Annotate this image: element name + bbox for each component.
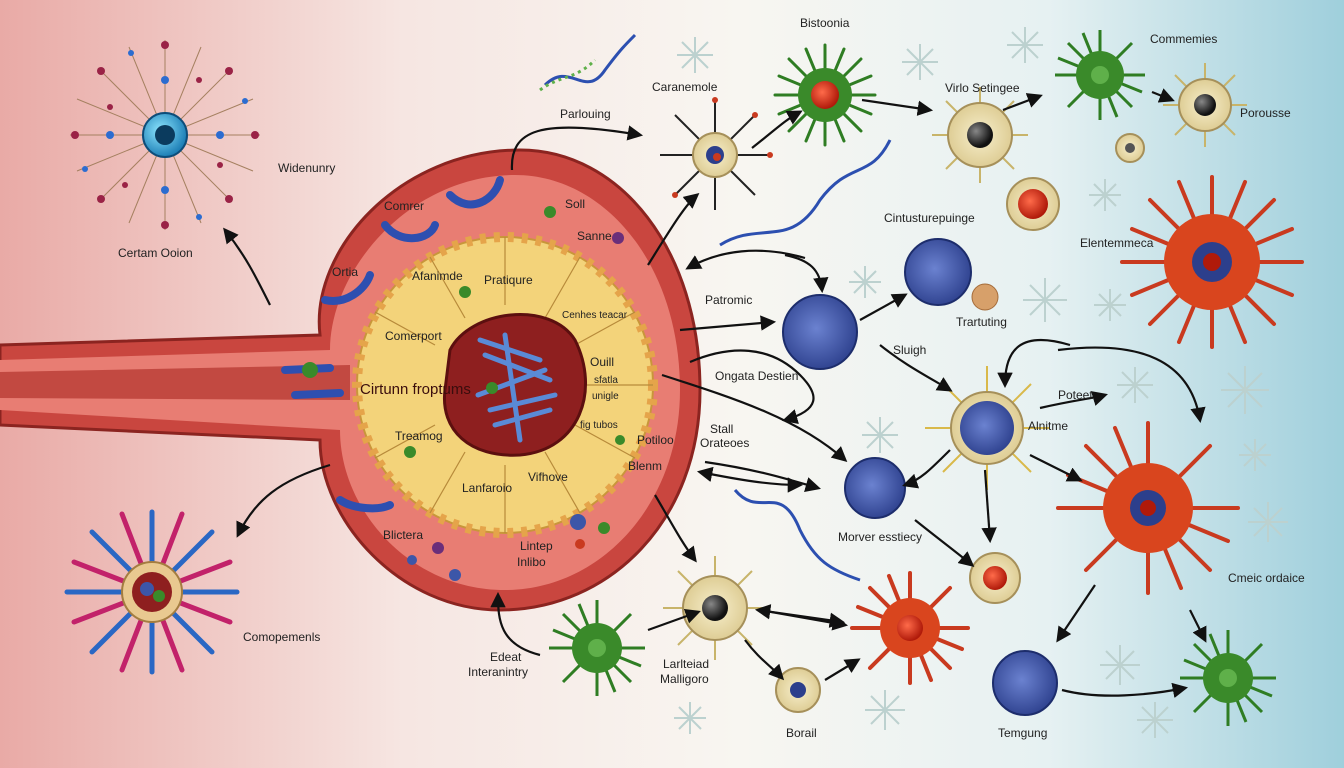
label-lanfaroio: Lanfaroio: [462, 481, 512, 495]
label-trartuting: Trartuting: [956, 315, 1007, 329]
label-blictera: Blictera: [383, 528, 423, 542]
cell-blue-patromic: [782, 294, 858, 370]
cell-green-bottom-right: [1180, 630, 1276, 726]
cell-alnitme: [925, 366, 1049, 490]
organ-structure: [0, 148, 702, 612]
label-alnitme: Alnitme: [1028, 419, 1068, 433]
cell-porousse: [1163, 63, 1247, 147]
cell-red-dot-beige: [1006, 177, 1060, 231]
cell-blue-cintusturepuinge: [904, 238, 972, 306]
label-comrer: Comrer: [384, 199, 424, 213]
cell-larlteiad: [663, 556, 767, 660]
label-borail: Borail: [786, 726, 817, 740]
label-treamog: Treamog: [395, 429, 443, 443]
label-pratiqure: Pratiqure: [484, 273, 533, 287]
label-fig-tubos: fig tubos: [580, 420, 618, 431]
label-porousse: Porousse: [1240, 106, 1291, 120]
label-cenhes-teacar: Cenhes teacar: [562, 310, 628, 321]
cell-borail: [775, 667, 821, 713]
granules: [302, 206, 625, 581]
cell-red-cmeic: [1056, 421, 1240, 595]
label-caranemole: Caranemole: [652, 80, 718, 94]
label-elentemmeca: Elentemmeca: [1080, 236, 1154, 250]
cell-tan-small: [971, 283, 999, 311]
label-virlo-setingee: Virlo Setingee: [945, 81, 1020, 95]
organ-core: [442, 313, 588, 457]
label-soll: Soll: [565, 197, 585, 211]
label-interanintry: Interanintry: [468, 665, 528, 679]
double-arrows: [696, 466, 846, 628]
label-sanne: Sanne: [577, 229, 612, 243]
label-commemies: Commemies: [1150, 32, 1217, 46]
cell-caranemole: [660, 97, 773, 210]
label-stall: Stall: [710, 422, 733, 436]
cell-red-middle-bottom: [850, 571, 970, 685]
mitochondria: [281, 176, 504, 513]
cell-blue-temgung: [992, 650, 1058, 716]
label-potiloo: Potiloo: [637, 433, 674, 447]
label-lintep: Lintep: [520, 539, 553, 553]
label-cirtunn-froptums: Cirtunn froptums: [360, 381, 471, 398]
label-unigle: unigle: [592, 391, 619, 402]
label-inlibo: Inlibo: [517, 555, 546, 569]
label-cintusturepuinge: Cintusturepuinge: [884, 211, 975, 225]
label-ortia: Ortia: [332, 265, 358, 279]
label-alanimde: Afanimde: [412, 269, 463, 283]
label-certam-ooion: Certam Ooion: [118, 246, 193, 260]
cell-elenemmeca: [1120, 175, 1304, 349]
label-edeat: Edeat: [490, 650, 522, 664]
filaments: [539, 33, 892, 582]
cell-top-left-radial: [70, 40, 260, 230]
label-patromic: Patromic: [705, 293, 752, 307]
label-cmeic-ordaice: Cmeic ordaice: [1228, 571, 1305, 585]
cell-blue-morver: [844, 457, 906, 519]
label-morver-esstiecy: Morver esstiecy: [838, 530, 922, 544]
cell-green-edeat: [549, 600, 645, 696]
label-widenunry: Widenunry: [278, 161, 335, 175]
cell-virlo-setingee: [932, 87, 1028, 183]
label-comopemenls: Comopemenls: [243, 630, 320, 644]
label-blenm: Blenm: [628, 459, 662, 473]
label-malligoro: Malligoro: [660, 672, 709, 686]
cell-beige-red-bottom: [969, 552, 1021, 604]
labels: Bistoonia Commemies Caranemole Virlo Set…: [118, 16, 1305, 740]
label-ongata-destien: Ongata Destien: [715, 369, 798, 383]
label-vifhove: Vifhove: [528, 470, 568, 484]
cell-bistoonia: [773, 43, 877, 147]
label-ouill: Ouill: [590, 355, 614, 369]
cell-bottom-left-spiky: [64, 509, 240, 675]
decorative-snowflakes: [674, 27, 1288, 738]
label-temgung: Temgung: [998, 726, 1047, 740]
cell-small-beige: [1115, 133, 1145, 163]
label-comerport: Comerport: [385, 329, 442, 343]
label-sluigh: Sluigh: [893, 343, 926, 357]
label-larlteiad: Larlteiad: [663, 657, 709, 671]
label-orateoes: Orateoes: [700, 436, 749, 450]
label-bistoonia: Bistoonia: [800, 16, 850, 30]
cell-commemies: [1055, 30, 1145, 120]
label-parlouing: Parlouing: [560, 107, 611, 121]
label-sfatla: sfatla: [594, 375, 618, 386]
label-poteet: Poteet: [1058, 388, 1093, 402]
